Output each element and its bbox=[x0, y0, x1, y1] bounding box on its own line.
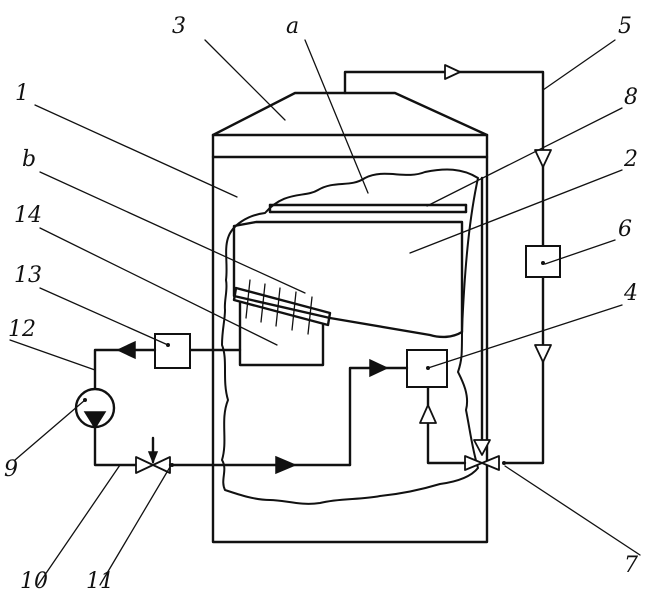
box-13 bbox=[155, 334, 190, 368]
arrow-down-upper bbox=[535, 150, 551, 167]
label-b: b bbox=[22, 147, 36, 172]
label-8: 8 bbox=[624, 85, 638, 110]
label-14: 14 bbox=[14, 203, 42, 228]
arrow-down-lower bbox=[535, 345, 551, 362]
valve-7-to-4 bbox=[428, 423, 465, 463]
pipe-to-4 bbox=[350, 368, 407, 465]
label-11: 11 bbox=[86, 569, 114, 594]
label-12: 12 bbox=[8, 317, 36, 342]
label-10: 10 bbox=[20, 569, 48, 594]
label-3: 3 bbox=[172, 14, 186, 39]
label-9: 9 bbox=[4, 457, 18, 482]
label-4: 4 bbox=[623, 281, 638, 306]
three-way-valve-7 bbox=[465, 456, 506, 470]
arrow-top bbox=[445, 65, 460, 79]
label-1: 1 bbox=[15, 81, 29, 106]
internal-bar bbox=[270, 205, 466, 212]
label-13: 13 bbox=[14, 263, 42, 288]
return-pipe bbox=[345, 72, 543, 463]
pipe-13-to-pump bbox=[95, 350, 155, 389]
arrow-right-bottom bbox=[276, 457, 295, 473]
hood bbox=[213, 93, 487, 135]
label-2: 2 bbox=[623, 147, 638, 172]
arrow-up-to-4 bbox=[420, 405, 436, 423]
label-7: 7 bbox=[624, 553, 638, 578]
tilted-block bbox=[234, 222, 462, 337]
label-a: a bbox=[286, 14, 299, 39]
label-5: 5 bbox=[618, 14, 632, 39]
arrow-into-4 bbox=[370, 360, 387, 376]
pipe-pump-to-valve bbox=[95, 427, 136, 465]
label-6: 6 bbox=[618, 217, 632, 242]
valve-11 bbox=[136, 438, 174, 473]
pump-9 bbox=[76, 389, 114, 428]
arrow-left-13 bbox=[118, 342, 135, 358]
